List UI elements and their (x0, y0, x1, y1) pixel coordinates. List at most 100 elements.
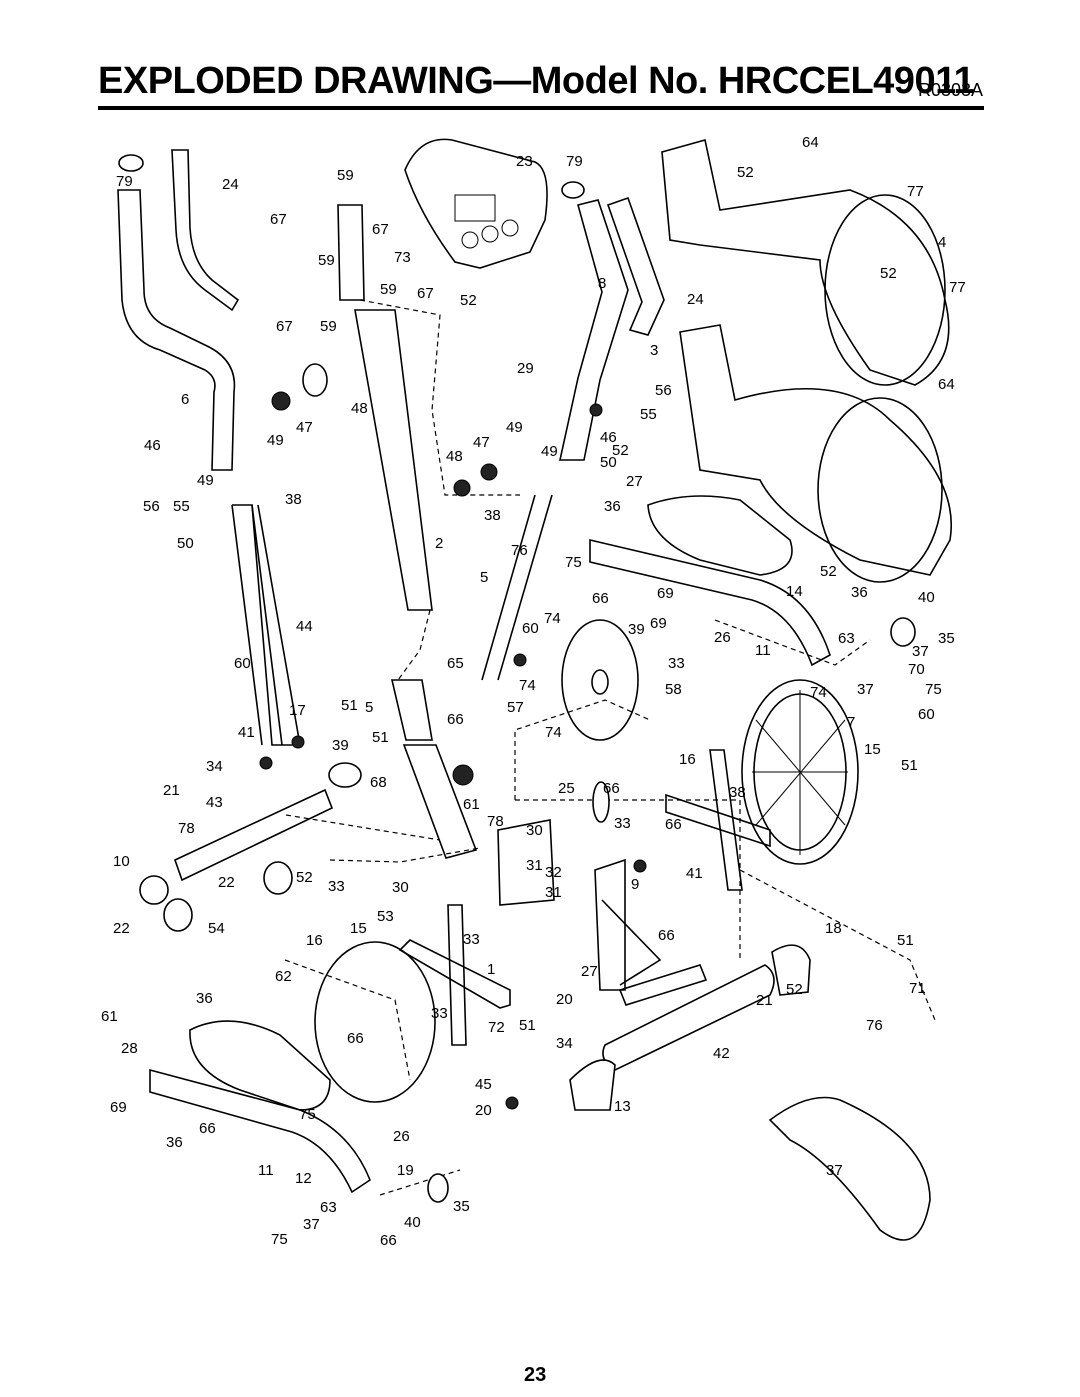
callout: 26 (714, 629, 731, 646)
callout: 16 (679, 751, 696, 768)
callout: 53 (377, 908, 394, 925)
callout: 41 (686, 865, 703, 882)
callout: 74 (545, 724, 562, 741)
right-lower-arm (481, 494, 553, 681)
callout: 40 (404, 1214, 421, 1231)
callout: 33 (463, 931, 480, 948)
callout: 66 (665, 816, 682, 833)
callout: 46 (600, 429, 617, 446)
callout: 27 (581, 963, 598, 980)
callout: 51 (341, 697, 358, 714)
callout: 36 (196, 990, 213, 1007)
callout: 52 (786, 981, 803, 998)
callout: 5 (365, 699, 373, 716)
callout: 37 (826, 1162, 843, 1179)
callout: 74 (810, 684, 827, 701)
upright-tube (337, 204, 478, 859)
callout: 60 (522, 620, 539, 637)
callout: 49 (267, 432, 284, 449)
rear-support (569, 749, 811, 1111)
callout: 31 (545, 884, 562, 901)
callout: 34 (556, 1035, 573, 1052)
callout: 52 (612, 442, 629, 459)
callout: 66 (380, 1232, 397, 1249)
callout: 51 (901, 757, 918, 774)
callout: 22 (218, 874, 235, 891)
callout: 55 (640, 406, 657, 423)
callout: 69 (110, 1099, 127, 1116)
callout: 49 (197, 472, 214, 489)
callout: 59 (380, 281, 397, 298)
callout: 58 (665, 681, 682, 698)
callout: 46 (144, 437, 161, 454)
callout: 39 (332, 737, 349, 754)
callout: 15 (350, 920, 367, 937)
callout: 18 (825, 920, 842, 937)
right-pedal-arm (589, 495, 831, 667)
callout: 42 (713, 1045, 730, 1062)
callout: 30 (392, 879, 409, 896)
callout: 24 (687, 291, 704, 308)
callout: 51 (372, 729, 389, 746)
callout: 77 (949, 279, 966, 296)
callout: 33 (668, 655, 685, 672)
callout: 75 (565, 554, 582, 571)
callout: 45 (475, 1076, 492, 1093)
callout: 64 (938, 376, 955, 393)
hardware-details (259, 363, 916, 1203)
callout: 55 (173, 498, 190, 515)
callout: 30 (526, 822, 543, 839)
right-shroud (661, 139, 952, 583)
callout: 74 (544, 610, 561, 627)
callout: 73 (394, 249, 411, 266)
callout: 76 (866, 1017, 883, 1034)
callout: 52 (460, 292, 477, 309)
callout: 1 (487, 961, 495, 978)
drawing-code: R0303A (918, 80, 984, 100)
callout: 36 (851, 584, 868, 601)
callout: 52 (820, 563, 837, 580)
callout: 34 (206, 758, 223, 775)
callout: 78 (178, 820, 195, 837)
callout: 63 (838, 630, 855, 647)
callout: 52 (737, 164, 754, 181)
callout: 36 (604, 498, 621, 515)
callout: 9 (631, 876, 639, 893)
flywheel (741, 679, 859, 865)
callout: 75 (299, 1106, 316, 1123)
callout: 25 (558, 780, 575, 797)
callout: 50 (177, 535, 194, 552)
callout: 64 (802, 134, 819, 151)
callout: 43 (206, 794, 223, 811)
callout: 20 (556, 991, 573, 1008)
callout: 61 (101, 1008, 118, 1025)
callout: 52 (296, 869, 313, 886)
callout: 7 (847, 714, 855, 731)
right-upper-handlebar (559, 181, 665, 461)
callout: 23 (516, 153, 533, 170)
callout: 26 (393, 1128, 410, 1145)
callout: 66 (447, 711, 464, 728)
callout: 47 (296, 419, 313, 436)
callout: 36 (166, 1134, 183, 1151)
callout: 27 (626, 473, 643, 490)
callout: 33 (614, 815, 631, 832)
callout: 79 (566, 153, 583, 170)
callout: 31 (526, 857, 543, 874)
callout: 56 (655, 382, 672, 399)
callout: 38 (484, 507, 501, 524)
callout: 71 (909, 980, 926, 997)
callout: 52 (880, 265, 897, 282)
callout: 49 (541, 443, 558, 460)
callout: 11 (258, 1162, 274, 1179)
callout: 74 (519, 677, 536, 694)
callout: 69 (650, 615, 667, 632)
callout: 48 (351, 400, 368, 417)
callout-labels: 79 24 59 67 67 59 73 23 79 64 52 77 4 52… (101, 134, 966, 1249)
callout: 76 (511, 542, 528, 559)
callout: 75 (925, 681, 942, 698)
callout: 8 (598, 275, 606, 292)
callout: 66 (592, 590, 609, 607)
title-rule (98, 106, 984, 110)
page-number: 23 (524, 1364, 547, 1386)
